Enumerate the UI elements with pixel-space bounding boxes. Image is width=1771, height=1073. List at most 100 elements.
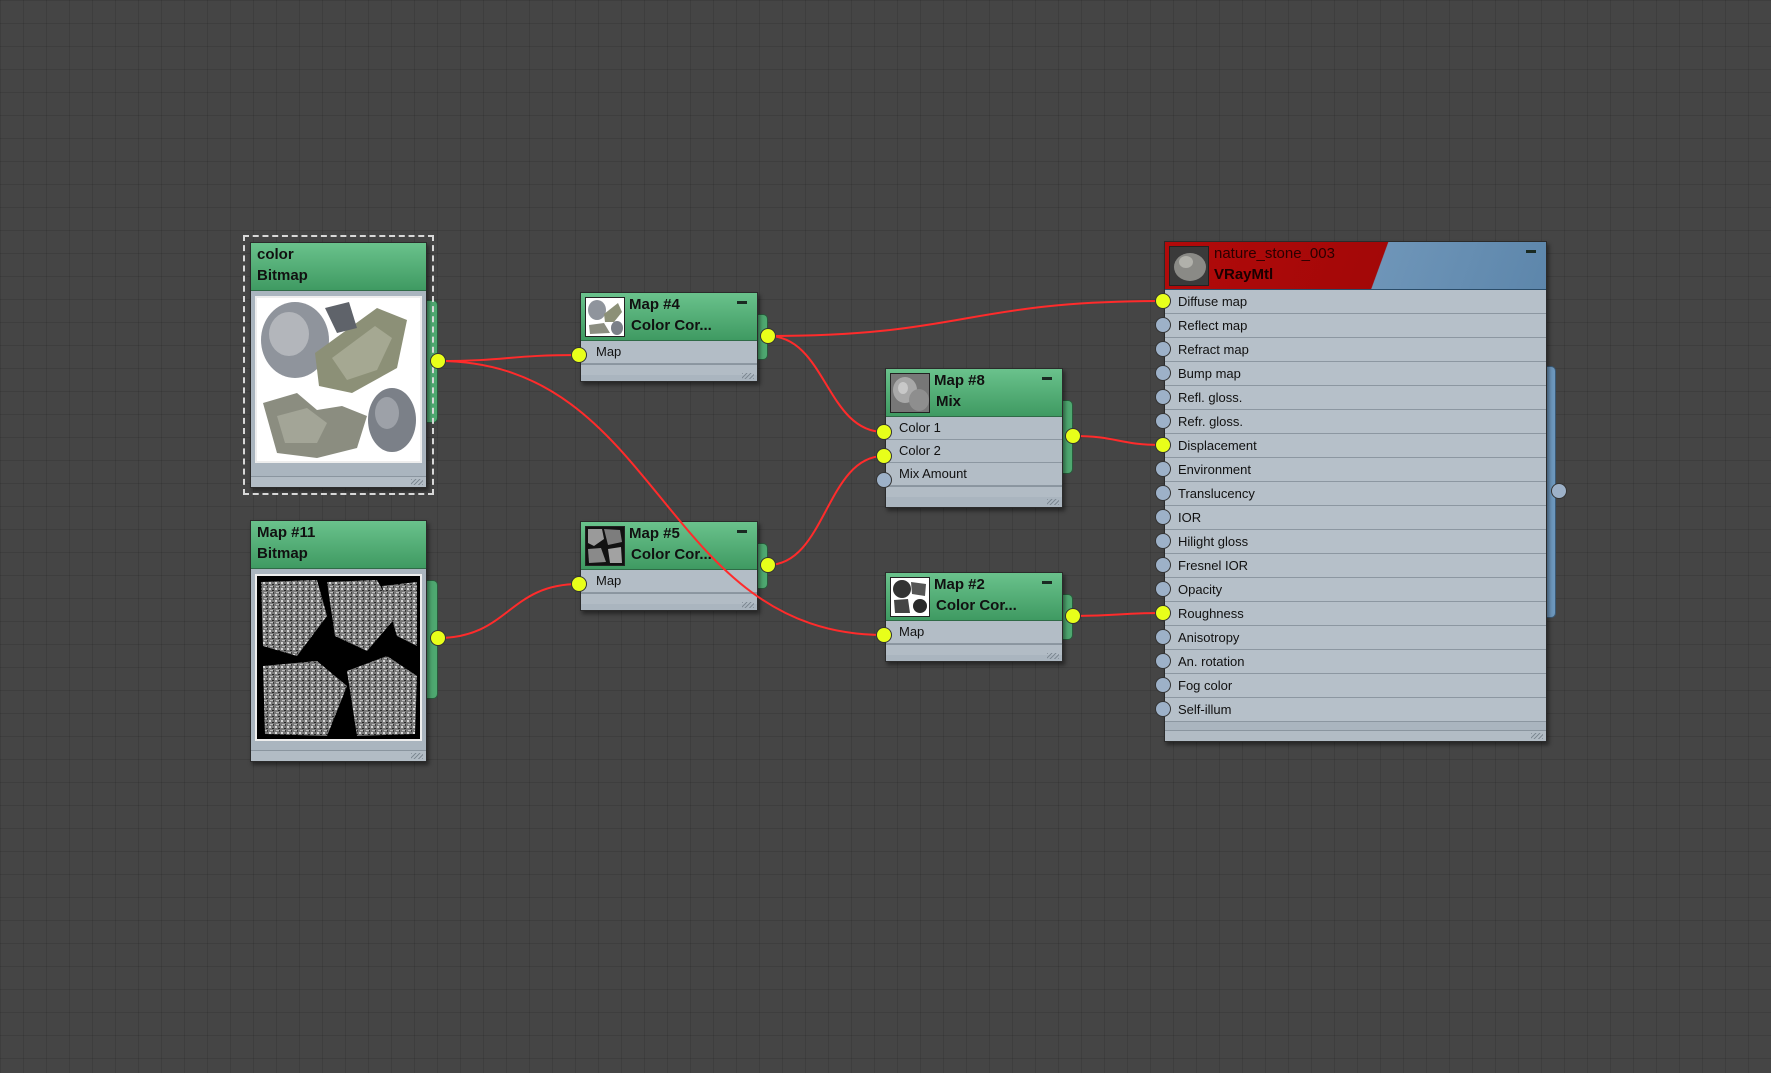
socket-material-bump-map[interactable] — [1155, 365, 1171, 381]
node-header[interactable]: Map #8 Mix — [886, 369, 1062, 417]
wire-map11-to-map5-map[interactable] — [437, 583, 580, 639]
node-map2-color-correction[interactable]: Map #2 Color Cor... Map — [885, 572, 1063, 662]
node-map4-color-correction[interactable]: Map #4 Color Cor... Map — [580, 292, 758, 382]
node-name: Map #5 — [629, 525, 680, 542]
node-name: Map #2 — [934, 576, 985, 593]
map-thumbnail — [585, 297, 625, 337]
material-slot-fog-color[interactable]: Fog color — [1165, 674, 1546, 698]
socket-material-out[interactable] — [1551, 483, 1567, 499]
socket-material-fog-color[interactable] — [1155, 677, 1171, 693]
material-slot-bump-map[interactable]: Bump map — [1165, 362, 1546, 386]
bitmap-preview-stones — [255, 296, 422, 463]
socket-material-ior[interactable] — [1155, 509, 1171, 525]
socket-map2[interactable] — [1065, 608, 1081, 624]
input-slot-color-1[interactable]: Color 1 — [886, 417, 1062, 440]
node-header[interactable]: color Bitmap — [251, 243, 426, 291]
material-slot-diffuse-map[interactable]: Diffuse map — [1165, 290, 1546, 314]
material-slot-self-illum[interactable]: Self-illum — [1165, 698, 1546, 722]
socket-material-an-rotation[interactable] — [1155, 653, 1171, 669]
node-map11-bitmap[interactable]: Map #11 Bitmap — [250, 520, 427, 762]
input-slot-mix-amount[interactable]: Mix Amount — [886, 463, 1062, 486]
material-slot-environment[interactable]: Environment — [1165, 458, 1546, 482]
socket-map8[interactable] — [1065, 428, 1081, 444]
input-slot-map[interactable]: Map — [886, 621, 1062, 644]
minus-icon[interactable] — [737, 530, 747, 533]
socket-material-reflect-map[interactable] — [1155, 317, 1171, 333]
socket-map8-color-2[interactable] — [876, 448, 892, 464]
socket-material-refr-gloss[interactable] — [1155, 413, 1171, 429]
node-map8-mix[interactable]: Map #8 Mix Color 1 Color 2 Mix Amount — [885, 368, 1063, 508]
socket-color-bitmap[interactable] — [430, 353, 446, 369]
node-name: Map #4 — [629, 296, 680, 313]
material-slot-hilight-gloss[interactable]: Hilight gloss — [1165, 530, 1546, 554]
map-thumbnail — [890, 577, 930, 617]
node-header[interactable]: Map #5 Color Cor... — [581, 522, 757, 570]
material-type: VRayMtl — [1214, 266, 1274, 283]
map-thumbnail — [890, 373, 930, 413]
material-slot-refract-map[interactable]: Refract map — [1165, 338, 1546, 362]
wire-map2-to-material-roughness[interactable] — [1072, 612, 1164, 617]
socket-material-displacement[interactable] — [1155, 437, 1171, 453]
map-thumbnail — [585, 526, 625, 566]
node-color-bitmap[interactable]: color Bitmap — [243, 235, 434, 495]
material-thumbnail — [1169, 246, 1209, 286]
socket-material-self-illum[interactable] — [1155, 701, 1171, 717]
minus-icon[interactable] — [1526, 250, 1536, 253]
input-slot-map[interactable]: Map — [581, 570, 757, 593]
socket-material-translucency[interactable] — [1155, 485, 1171, 501]
node-header[interactable]: Map #11 Bitmap — [251, 521, 426, 569]
wire-map4-to-map8-color-1[interactable] — [767, 335, 885, 433]
node-map5-color-correction[interactable]: Map #5 Color Cor... Map — [580, 521, 758, 611]
input-slot-map[interactable]: Map — [581, 341, 757, 364]
node-type: Mix — [936, 393, 962, 410]
node-name: color — [257, 246, 294, 263]
socket-material-opacity[interactable] — [1155, 581, 1171, 597]
material-slot-translucency[interactable]: Translucency — [1165, 482, 1546, 506]
wire-map8-to-material-displacement[interactable] — [1072, 435, 1164, 446]
socket-map8-mix-amount[interactable] — [876, 472, 892, 488]
socket-material-fresnel-ior[interactable] — [1155, 557, 1171, 573]
socket-map5-map[interactable] — [571, 576, 587, 592]
material-slot-roughness[interactable]: Roughness — [1165, 602, 1546, 626]
node-type: Color Cor... — [631, 317, 712, 334]
node-name: Map #8 — [934, 372, 985, 389]
socket-map11[interactable] — [430, 630, 446, 646]
socket-material-refl-gloss[interactable] — [1155, 389, 1171, 405]
material-slot-ior[interactable]: IOR — [1165, 506, 1546, 530]
node-header[interactable]: nature_stone_003 VRayMtl — [1165, 242, 1546, 290]
socket-map4-map[interactable] — [571, 347, 587, 363]
node-type: Color Cor... — [936, 597, 1017, 614]
material-slot-refr-gloss[interactable]: Refr. gloss. — [1165, 410, 1546, 434]
node-header[interactable]: Map #4 Color Cor... — [581, 293, 757, 341]
material-slot-opacity[interactable]: Opacity — [1165, 578, 1546, 602]
socket-material-roughness[interactable] — [1155, 605, 1171, 621]
node-type: Color Cor... — [631, 546, 712, 563]
socket-material-environment[interactable] — [1155, 461, 1171, 477]
socket-map8-color-1[interactable] — [876, 424, 892, 440]
socket-map2-map[interactable] — [876, 627, 892, 643]
material-slot-fresnel-ior[interactable]: Fresnel IOR — [1165, 554, 1546, 578]
wire-map4-to-material-diffuse-map[interactable] — [767, 300, 1164, 337]
material-slot-an-rotation[interactable]: An. rotation — [1165, 650, 1546, 674]
material-slot-anisotropy[interactable]: Anisotropy — [1165, 626, 1546, 650]
socket-material-anisotropy[interactable] — [1155, 629, 1171, 645]
minus-icon[interactable] — [1042, 581, 1052, 584]
node-type: Bitmap — [257, 267, 308, 284]
node-header[interactable]: Map #2 Color Cor... — [886, 573, 1062, 621]
socket-map5[interactable] — [760, 557, 776, 573]
wire-color-bitmap-to-map4-map[interactable] — [437, 354, 580, 362]
socket-material-diffuse-map[interactable] — [1155, 293, 1171, 309]
socket-material-refract-map[interactable] — [1155, 341, 1171, 357]
node-name: Map #11 — [257, 524, 316, 541]
material-slot-refl-gloss[interactable]: Refl. gloss. — [1165, 386, 1546, 410]
material-slot-reflect-map[interactable]: Reflect map — [1165, 314, 1546, 338]
wire-map5-to-map8-color-2[interactable] — [767, 455, 885, 566]
minus-icon[interactable] — [737, 301, 747, 304]
input-slot-color-2[interactable]: Color 2 — [886, 440, 1062, 463]
minus-icon[interactable] — [1042, 377, 1052, 380]
socket-material-hilight-gloss[interactable] — [1155, 533, 1171, 549]
socket-map4[interactable] — [760, 328, 776, 344]
material-slot-displacement[interactable]: Displacement — [1165, 434, 1546, 458]
